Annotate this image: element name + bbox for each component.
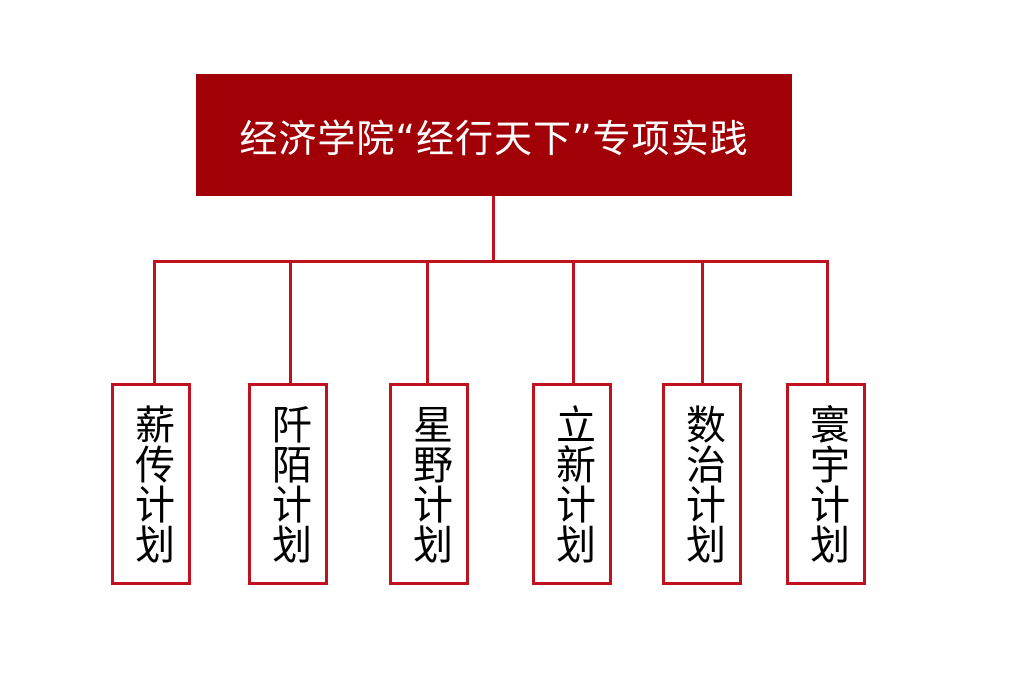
branch-line-4 bbox=[572, 260, 575, 384]
child-label-2: 阡陌计划 bbox=[265, 404, 311, 564]
branch-line-1 bbox=[153, 260, 156, 384]
root-title: 经济学院“经行天下”专项实践 bbox=[239, 116, 749, 161]
child-label-1: 薪传计划 bbox=[128, 404, 174, 564]
child-node-2: 阡陌计划 bbox=[248, 383, 328, 585]
child-label-4: 立新计划 bbox=[549, 404, 595, 564]
child-label-6: 寰宇计划 bbox=[803, 404, 849, 564]
horizontal-bus-line bbox=[153, 260, 829, 263]
child-label-5: 数治计划 bbox=[679, 404, 725, 564]
branch-line-5 bbox=[701, 260, 704, 384]
child-label-3: 星野计划 bbox=[406, 404, 452, 564]
child-node-6: 寰宇计划 bbox=[786, 383, 866, 585]
root-node: 经济学院“经行天下”专项实践 bbox=[196, 74, 792, 196]
branch-line-6 bbox=[826, 260, 829, 384]
child-node-1: 薪传计划 bbox=[111, 383, 191, 585]
branch-line-3 bbox=[426, 260, 429, 384]
child-node-4: 立新计划 bbox=[532, 383, 612, 585]
branch-line-2 bbox=[289, 260, 292, 384]
root-stem-line bbox=[492, 196, 495, 262]
child-node-5: 数治计划 bbox=[662, 383, 742, 585]
child-node-3: 星野计划 bbox=[389, 383, 469, 585]
